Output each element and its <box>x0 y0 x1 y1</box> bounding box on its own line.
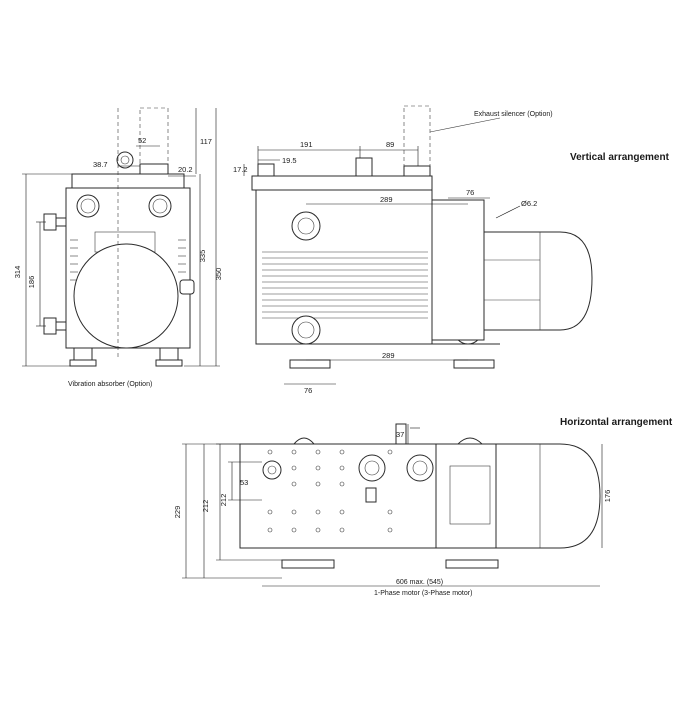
motor-type-label: 1-Phase motor (3-Phase motor) <box>374 590 472 597</box>
gear-port <box>262 460 282 480</box>
flange-bottom-left <box>291 315 321 345</box>
foot-h-left <box>281 559 335 569</box>
port-right <box>148 194 172 218</box>
motor-length-label: 606 max. (545) <box>396 579 443 586</box>
side-view: Exhaust silencer (Option) <box>233 105 593 395</box>
horizontal-view: 37 53 212 212 229 176 606 max. (545) 1-P… <box>173 423 612 597</box>
lug-right <box>456 437 484 445</box>
heading-horizontal-arrangement: Horizontal arrangement <box>560 417 673 428</box>
top-cover <box>71 173 185 189</box>
dim-314: 314 <box>13 266 22 279</box>
lifting-eye <box>116 151 134 169</box>
foot-right <box>159 347 179 361</box>
motor-horizontal <box>495 443 601 549</box>
dim-20-2: 20.2 <box>178 165 193 174</box>
port-outlet <box>406 454 434 482</box>
oil-fill-plug <box>257 163 275 177</box>
dim-phi-6-2: Ø6.2 <box>521 199 537 208</box>
bolt-pattern <box>267 449 393 533</box>
gas-ballast <box>179 279 195 295</box>
motor-front <box>73 243 179 349</box>
motor-adapter-horizontal <box>435 443 497 549</box>
dim-191: 191 <box>300 140 313 149</box>
motor-adapter <box>431 199 485 341</box>
dim-229: 229 <box>173 506 182 519</box>
top-cover-side <box>251 175 433 191</box>
exhaust-silencer-outline <box>403 105 431 175</box>
valve-center <box>365 487 377 503</box>
dim-37: 37 <box>396 430 404 439</box>
cooling-fins-front <box>70 239 186 281</box>
exhaust-silencer-label: Exhaust silencer (Option) <box>474 111 553 118</box>
flange-top-left <box>291 211 321 241</box>
dim-76-bottom: 76 <box>304 386 312 395</box>
vibration-absorber-label: Vibration absorber (Option) <box>68 381 152 388</box>
dim-350: 350 <box>214 268 223 281</box>
handle-top <box>355 157 373 177</box>
dim-17-2: 17.2 <box>233 165 248 174</box>
port-inlet <box>358 454 386 482</box>
motor-side <box>483 231 593 331</box>
dim-212-outer: 212 <box>201 500 210 513</box>
dim-289-top: 289 <box>380 195 393 204</box>
dim-52: 52 <box>138 136 146 145</box>
foot-side-right <box>453 359 495 369</box>
dim-38-7: 38.7 <box>93 160 108 169</box>
dim-212-inner: 212 <box>219 494 228 507</box>
dim-289-bottom: 289 <box>382 351 395 360</box>
dim-117: 117 <box>200 137 212 146</box>
dim-335: 335 <box>198 250 207 263</box>
dim-53: 53 <box>240 478 248 487</box>
exhaust-port <box>139 163 169 175</box>
foot-h-right <box>445 559 499 569</box>
cooling-fins-side <box>262 251 428 319</box>
dim-19-5: 19.5 <box>282 156 297 165</box>
heading-vertical-arrangement: Vertical arrangement <box>570 152 670 163</box>
front-view: 52 117 38.7 20.2 314 186 335 350 Vibrati… <box>13 107 223 388</box>
dim-76-top: 76 <box>466 188 474 197</box>
pump-body-horizontal <box>239 443 437 549</box>
dim-176: 176 <box>603 490 612 503</box>
foot-side-left <box>289 359 331 369</box>
lug-left <box>292 437 316 445</box>
port-left <box>76 194 100 218</box>
dim-89: 89 <box>386 140 394 149</box>
dim-186: 186 <box>27 276 36 289</box>
foot-left <box>73 347 93 361</box>
pump-body-side <box>255 189 433 345</box>
